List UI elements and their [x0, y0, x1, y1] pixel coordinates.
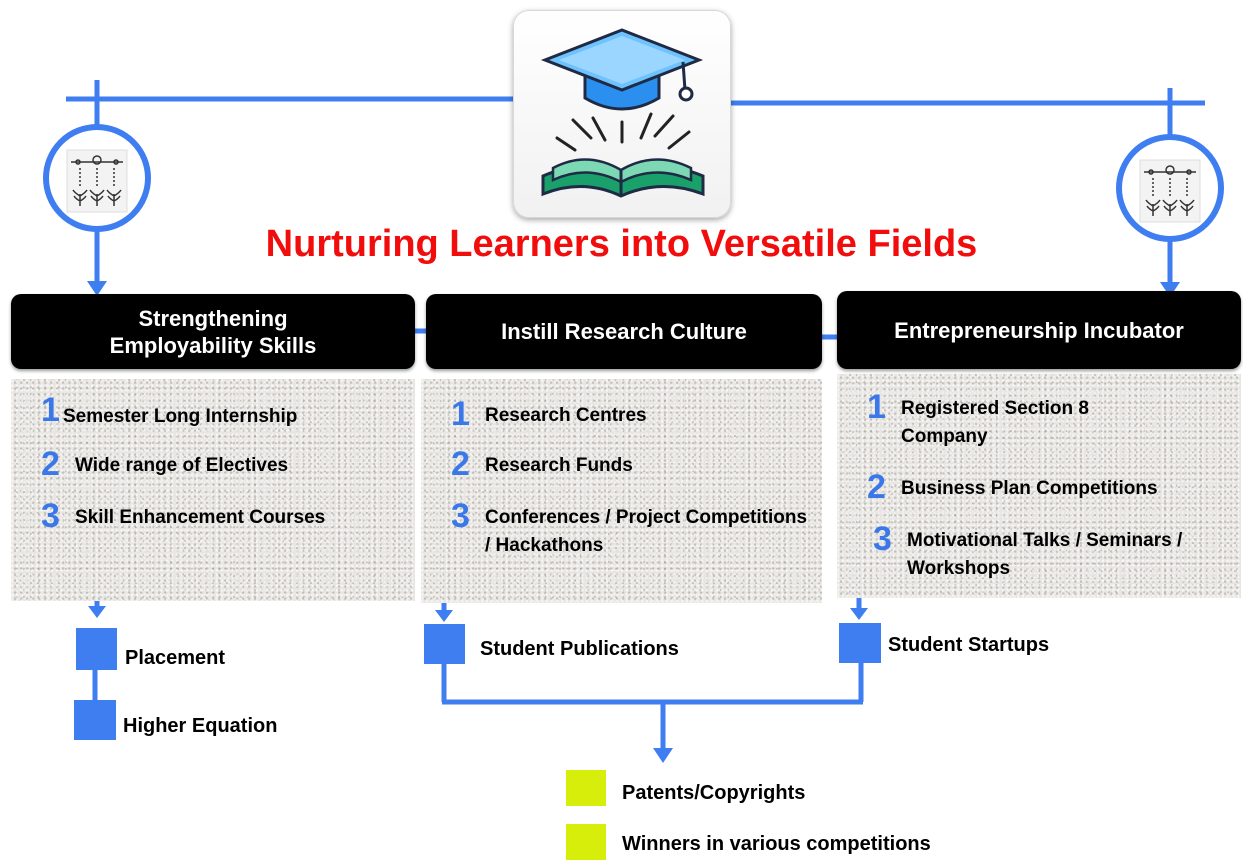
- student-startups-square: [839, 623, 881, 663]
- right-plant-icon: [1116, 134, 1224, 242]
- item-text: Research Centres: [485, 405, 647, 426]
- patents-square: [566, 770, 606, 806]
- student-publications-square: [424, 624, 465, 664]
- panel-employability: 1 Semester Long Internship 2 Wide range …: [11, 379, 415, 601]
- header-entrepreneurship-label: Entrepreneurship Incubator: [894, 317, 1184, 343]
- item-number: 3: [873, 520, 892, 558]
- panel-entrepreneurship: 1 Registered Section 8 Company 2 Busines…: [837, 374, 1241, 598]
- patents-label: Patents/Copyrights: [622, 782, 806, 804]
- list-item: 2 Research Funds: [451, 447, 633, 481]
- item-number: 2: [41, 445, 60, 483]
- student-startups-label: Student Startups: [888, 634, 1050, 656]
- graduation-cap-icon: [540, 28, 705, 198]
- header-employability: Strengthening Employability Skills: [11, 294, 415, 369]
- left-plant-icon: [43, 124, 151, 232]
- item-number: 2: [867, 468, 886, 506]
- student-publications-label: Student Publications: [480, 638, 679, 660]
- list-item: 2 Wide range of Electives: [41, 447, 288, 481]
- graduation-logo: [513, 10, 731, 218]
- item-text: Business Plan Competitions: [901, 478, 1158, 499]
- item-number: 3: [41, 497, 60, 535]
- item-number: 2: [451, 445, 470, 483]
- arrowhead-col3: [850, 608, 868, 620]
- winners-square: [566, 824, 606, 860]
- list-item: 2 Business Plan Competitions: [867, 470, 1158, 504]
- placement-label: Placement: [125, 647, 226, 669]
- header-research-label: Instill Research Culture: [501, 319, 747, 344]
- item-number: 1: [451, 395, 470, 433]
- header-entrepreneurship: Entrepreneurship Incubator: [837, 291, 1241, 369]
- higher-equation-square: [74, 700, 116, 740]
- list-item: 3 Skill Enhancement Courses: [41, 499, 325, 533]
- item-text: Registered Section 8 Company: [901, 398, 1089, 447]
- placement-square: [76, 628, 117, 670]
- list-item: 1 Semester Long Internship: [41, 393, 297, 431]
- item-number: 3: [451, 497, 470, 535]
- item-text: Motivational Talks / Seminars / Workshop…: [907, 530, 1183, 579]
- winners-label: Winners in various competitions: [622, 833, 931, 855]
- header-employability-label: Strengthening Employability Skills: [109, 305, 317, 358]
- item-text: Wide range of Electives: [75, 455, 289, 476]
- item-text: Skill Enhancement Courses: [75, 507, 326, 528]
- item-number: 1: [867, 388, 886, 426]
- arrowhead-results: [653, 748, 673, 763]
- item-text: Research Funds: [485, 455, 633, 476]
- arrowhead-right: [1160, 282, 1180, 297]
- list-item: 1 Research Centres: [451, 397, 647, 431]
- diagram-title: Nurturing Learners into Versatile Fields: [265, 223, 978, 265]
- higher-equation-label: Higher Equation: [123, 715, 278, 737]
- arrowhead-col2: [435, 610, 453, 622]
- arrowhead-left: [87, 281, 107, 296]
- item-text: Semester Long Internship: [63, 406, 298, 427]
- panel-research: 1 Research Centres 2 Research Funds 3 Co…: [421, 379, 822, 603]
- header-research: Instill Research Culture: [426, 294, 822, 369]
- item-text: Conferences / Project Competitions / Hac…: [485, 507, 808, 556]
- arrowhead-col1: [88, 606, 106, 618]
- list-item: 3 Motivational Talks / Seminars / Worksh…: [873, 522, 1187, 583]
- list-item: 1 Registered Section 8 Company: [867, 390, 1131, 451]
- item-number: 1: [41, 391, 60, 429]
- list-item: 3 Conferences / Project Competitions / H…: [451, 499, 815, 560]
